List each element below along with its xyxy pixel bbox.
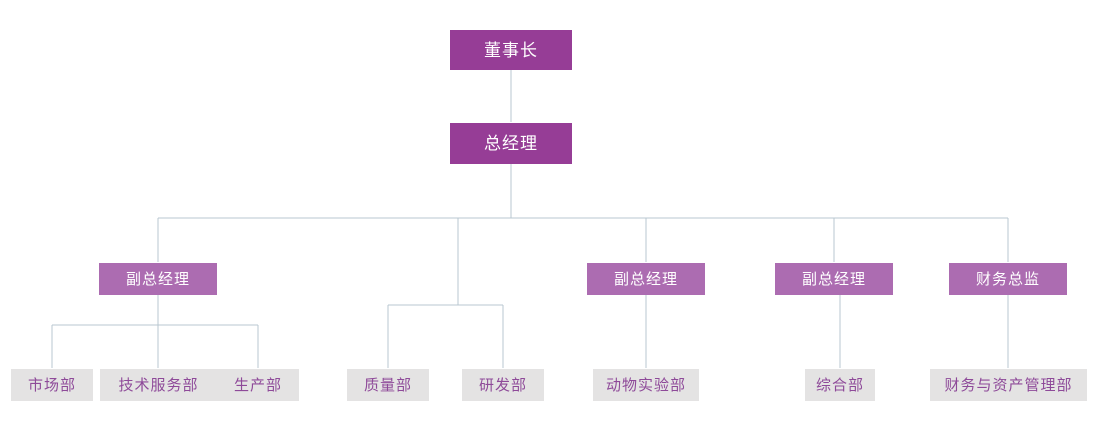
node-dept-finance-asset[interactable]: 财务与资产管理部	[930, 369, 1087, 401]
node-dept-general-affairs[interactable]: 综合部	[805, 369, 875, 401]
node-dept-animal-lab[interactable]: 动物实验部	[593, 369, 699, 401]
node-deputy-general-manager-1[interactable]: 副总经理	[99, 263, 217, 295]
node-finance-director[interactable]: 财务总监	[949, 263, 1067, 295]
node-general-manager[interactable]: 总经理	[450, 123, 572, 164]
node-chairman[interactable]: 董事长	[450, 30, 572, 70]
node-deputy-general-manager-2[interactable]: 副总经理	[587, 263, 705, 295]
node-dept-tech-service[interactable]: 技术服务部	[100, 369, 217, 401]
node-dept-marketing[interactable]: 市场部	[11, 369, 93, 401]
node-deputy-general-manager-3[interactable]: 副总经理	[775, 263, 893, 295]
node-dept-production[interactable]: 生产部	[217, 369, 299, 401]
node-dept-quality[interactable]: 质量部	[347, 369, 429, 401]
node-dept-rnd[interactable]: 研发部	[462, 369, 544, 401]
